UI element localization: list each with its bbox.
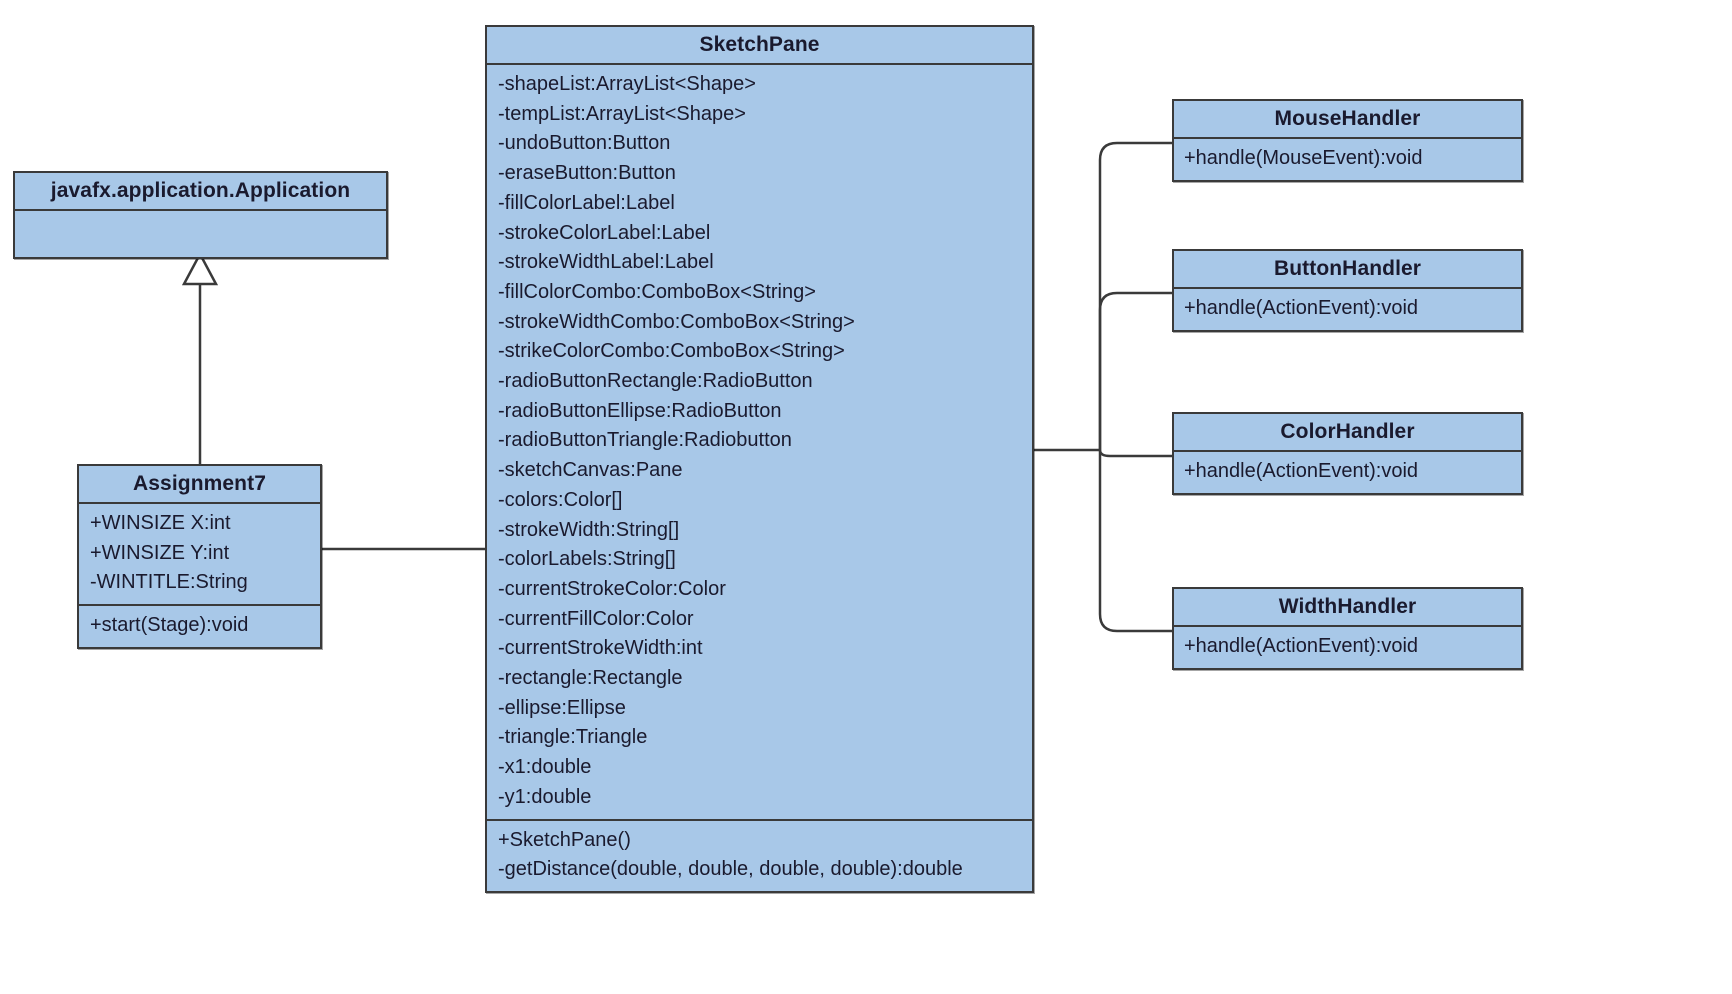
method-row: +SketchPane() xyxy=(498,828,631,851)
attribute-row: -radioButtonEllipse:RadioButton xyxy=(498,399,782,422)
attribute-row: -sketchCanvas:Pane xyxy=(498,459,683,482)
attribute-row: +WINSIZE Y:int xyxy=(90,541,230,564)
attribute-row: -currentStrokeColor:Color xyxy=(498,577,726,600)
methods-compartment-buttonhandler: +handle(ActionEvent):void xyxy=(1174,289,1521,330)
attribute-row: -colors:Color[] xyxy=(498,488,623,511)
methods-compartment-assignment7: +start(Stage):void xyxy=(79,604,320,647)
class-name-mousehandler: MouseHandler xyxy=(1174,101,1521,139)
attribute-row: +WINSIZE X:int xyxy=(90,512,231,534)
attribute-row: -strokeWidthLabel:Label xyxy=(498,251,714,274)
class-box-widthhandler[interactable]: WidthHandler +handle(ActionEvent):void xyxy=(1172,587,1523,670)
methods-compartment-colorhandler: +handle(ActionEvent):void xyxy=(1174,452,1521,493)
attribute-row: -currentFillColor:Color xyxy=(498,607,694,630)
attribute-row: -strokeWidthCombo:ComboBox<String> xyxy=(498,310,855,333)
class-name-buttonhandler: ButtonHandler xyxy=(1174,251,1521,289)
class-name-javafx-application: javafx.application.Application xyxy=(15,173,386,211)
attribute-row: -strokeColorLabel:Label xyxy=(498,221,711,244)
method-row: +handle(ActionEvent):void xyxy=(1184,460,1419,482)
method-row: +handle(ActionEvent):void xyxy=(1184,635,1419,657)
attribute-row: -fillColorCombo:ComboBox<String> xyxy=(498,280,816,303)
attribute-row: -strokeWidth:String[] xyxy=(498,518,680,541)
class-name-widthhandler: WidthHandler xyxy=(1174,589,1521,627)
class-name-sketchpane: SketchPane xyxy=(487,27,1032,65)
attribute-row: -shapeList:ArrayList<Shape> xyxy=(498,73,756,95)
attribute-row: -eraseButton:Button xyxy=(498,162,676,185)
method-row: +handle(ActionEvent):void xyxy=(1184,297,1419,319)
methods-compartment-sketchpane: +SketchPane() -getDistance(double, doubl… xyxy=(487,818,1032,891)
class-name-assignment7: Assignment7 xyxy=(79,466,320,504)
attribute-row: -fillColorLabel:Label xyxy=(498,191,675,214)
attribute-row: -x1:double xyxy=(498,756,592,779)
class-box-javafx-application[interactable]: javafx.application.Application xyxy=(13,171,388,259)
methods-compartment-widthhandler: +handle(ActionEvent):void xyxy=(1174,627,1521,668)
attribute-row: -undoButton:Button xyxy=(498,132,671,155)
attribute-row: -WINTITLE:String xyxy=(90,571,248,594)
method-row: +handle(MouseEvent):void xyxy=(1184,147,1423,169)
attributes-compartment-assignment7: +WINSIZE X:int +WINSIZE Y:int -WINTITLE:… xyxy=(79,504,320,604)
attribute-row: -radioButtonTriangle:Radiobutton xyxy=(498,429,792,452)
generalization-assignment7-to-application xyxy=(181,251,219,464)
association-sketchpane-to-handlers xyxy=(1034,141,1172,633)
attribute-row: -currentStrokeWidth:int xyxy=(498,637,703,660)
attribute-row: -y1:double xyxy=(498,785,592,808)
methods-compartment-mousehandler: +handle(MouseEvent):void xyxy=(1174,139,1521,180)
class-box-buttonhandler[interactable]: ButtonHandler +handle(ActionEvent):void xyxy=(1172,249,1523,332)
attribute-row: -triangle:Triangle xyxy=(498,726,648,749)
method-row: +start(Stage):void xyxy=(90,614,249,637)
attributes-compartment-sketchpane: -shapeList:ArrayList<Shape> -tempList:Ar… xyxy=(487,65,1032,819)
attribute-row: -colorLabels:String[] xyxy=(498,548,676,571)
class-box-sketchpane[interactable]: SketchPane -shapeList:ArrayList<Shape> -… xyxy=(485,25,1034,893)
attribute-row: -rectangle:Rectangle xyxy=(498,667,683,690)
attribute-row: -ellipse:Ellipse xyxy=(498,696,626,719)
attribute-row: -tempList:ArrayList<Shape> xyxy=(498,102,746,125)
attribute-row: -strikeColorCombo:ComboBox<String> xyxy=(498,340,845,363)
method-row: -getDistance(double, double, double, dou… xyxy=(498,858,963,881)
class-box-assignment7[interactable]: Assignment7 +WINSIZE X:int +WINSIZE Y:in… xyxy=(77,464,322,649)
class-name-colorhandler: ColorHandler xyxy=(1174,414,1521,452)
attributes-compartment-javafx-application xyxy=(15,211,386,257)
class-box-mousehandler[interactable]: MouseHandler +handle(MouseEvent):void xyxy=(1172,99,1523,182)
class-box-colorhandler[interactable]: ColorHandler +handle(ActionEvent):void xyxy=(1172,412,1523,495)
attribute-row: -radioButtonRectangle:RadioButton xyxy=(498,370,813,393)
